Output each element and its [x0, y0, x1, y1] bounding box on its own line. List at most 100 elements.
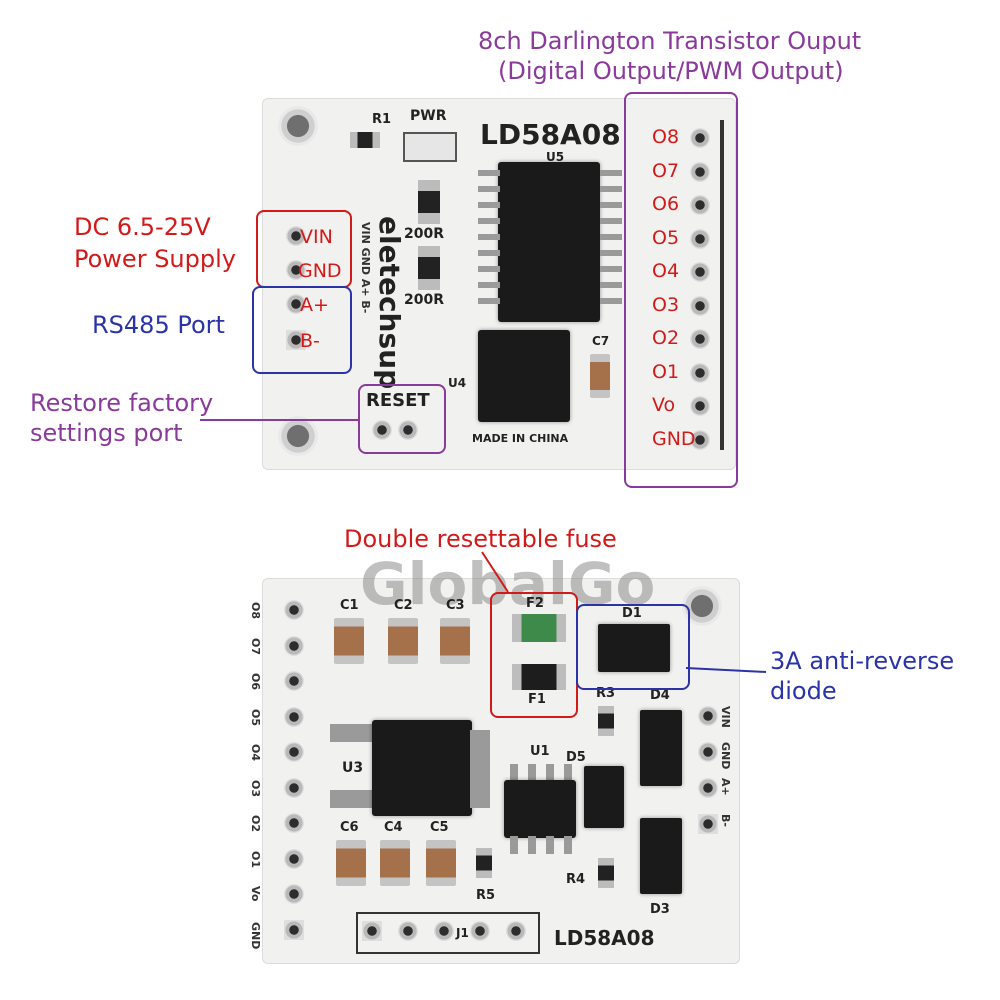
- u3-lead: [330, 790, 376, 808]
- diode-leader: [685, 667, 767, 673]
- pin-label-o1: O1: [652, 360, 680, 383]
- c1-label: C1: [340, 598, 359, 613]
- d5-diode: [584, 766, 624, 828]
- pad-o1: [690, 362, 710, 383]
- pad-vin-top: [286, 226, 306, 246]
- u3-regulator: [372, 720, 472, 816]
- u4-label: U4: [448, 376, 467, 390]
- c5-label: C5: [430, 820, 449, 835]
- pwr-led: [403, 132, 457, 162]
- rs485-label: RS485 Port: [92, 311, 225, 339]
- pad-o5: [284, 706, 304, 727]
- j1-label: J1: [456, 926, 469, 940]
- res-200r-b-label: 200R: [404, 292, 445, 308]
- pad-o7: [284, 635, 304, 656]
- made-in-label: MADE IN CHINA: [472, 432, 569, 445]
- reset-pad-2: [398, 420, 418, 440]
- j1-pad: [398, 921, 418, 941]
- pad-vo: [284, 884, 304, 904]
- j1-pad: [362, 921, 382, 941]
- f2-label: F2: [526, 596, 544, 611]
- pad-o2: [690, 329, 710, 349]
- j1-pad: [434, 921, 454, 941]
- c1-capacitor: [334, 618, 364, 664]
- top-model-label: LD58A08: [480, 118, 621, 151]
- diode-line-2: diode: [770, 677, 837, 705]
- rs485-highlight-box: [252, 286, 352, 374]
- c3-capacitor: [440, 618, 470, 664]
- restore-line-1: Restore factory: [30, 389, 214, 417]
- c7-label: C7: [592, 334, 610, 348]
- pad-o3: [690, 295, 710, 316]
- pin-label-gnd: GND: [652, 427, 696, 450]
- bottom-model-label: LD58A08: [554, 926, 655, 950]
- pad-a: [698, 778, 718, 798]
- pad-gnd: [698, 742, 718, 762]
- r1-resistor: [350, 132, 380, 148]
- resistor-200r-b: [418, 246, 440, 290]
- pad-vin: [698, 706, 718, 726]
- c6-capacitor: [336, 840, 366, 886]
- f2-fuse: [512, 614, 566, 642]
- d3-diode: [640, 818, 682, 894]
- u5-label: U5: [546, 150, 565, 164]
- pad-b-top: [286, 330, 306, 350]
- c7-capacitor: [590, 354, 610, 398]
- pin-label-vin-top: VIN: [300, 226, 333, 248]
- d3-label: D3: [650, 902, 670, 917]
- pad-o8: [690, 128, 710, 148]
- pin-label-b-top: B-: [300, 330, 320, 352]
- pad-o4: [690, 262, 710, 282]
- u3-label: U3: [342, 760, 364, 776]
- d4-diode: [640, 710, 682, 786]
- reset-highlight-box: [358, 384, 446, 454]
- u1-pins-top: [510, 764, 574, 782]
- reset-pad-1: [372, 420, 392, 440]
- f1-label: F1: [528, 692, 546, 707]
- pin-label-gnd-top: GND: [298, 260, 342, 282]
- fuse-label: Double resettable fuse: [344, 525, 617, 553]
- u5-pins-right: [600, 170, 622, 314]
- u1-pins-bottom: [510, 836, 574, 854]
- pwr-label: PWR: [410, 108, 447, 124]
- restore-line-2: settings port: [30, 419, 183, 447]
- watermark: GlobalGo: [360, 550, 656, 618]
- output-highlight-box: [624, 92, 738, 488]
- c2-label: C2: [394, 598, 413, 613]
- r4-resistor: [598, 858, 614, 888]
- pad-o7: [690, 161, 710, 182]
- d1-label: D1: [622, 606, 642, 621]
- mount-hole-bottom-left: [278, 416, 318, 456]
- c4-label: C4: [384, 820, 403, 835]
- r5-label: R5: [476, 888, 496, 903]
- pad-o6: [284, 671, 304, 691]
- u5-chip: [498, 162, 600, 322]
- fuse-leader: [481, 551, 509, 593]
- diode-line-1: 3A anti-reverse: [770, 647, 955, 675]
- pin-label-vo: Vo: [652, 394, 676, 416]
- d5-label: D5: [566, 750, 586, 765]
- pin-label-o5: O5: [652, 226, 680, 249]
- pad-a-top: [286, 294, 306, 314]
- f1-fuse: [512, 664, 566, 690]
- r1-label: R1: [372, 112, 392, 127]
- r4-label: R4: [566, 872, 586, 887]
- power-line-2: Power Supply: [74, 245, 236, 273]
- j1-pad: [470, 921, 490, 941]
- pad-o2: [284, 813, 304, 833]
- j1-pads: [362, 921, 532, 941]
- pad-o4: [284, 742, 304, 762]
- pin-label-o2: O2: [652, 327, 680, 349]
- res-200r-a-label: 200R: [404, 226, 445, 242]
- pin-label-o8: O8: [652, 126, 680, 148]
- u3-heatsink: [470, 730, 490, 808]
- reset-label: RESET: [366, 390, 430, 411]
- pin-label-o6: O6: [652, 193, 680, 215]
- c4-capacitor: [380, 840, 410, 886]
- output-silk-line: [720, 120, 724, 450]
- c3-label: C3: [446, 598, 465, 613]
- pad-vo: [690, 396, 710, 416]
